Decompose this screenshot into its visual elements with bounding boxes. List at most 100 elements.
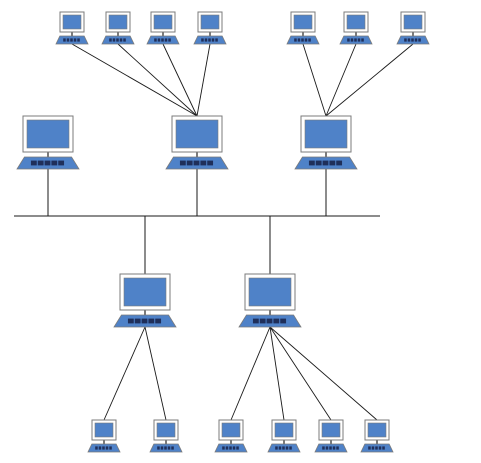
keyboard-key xyxy=(418,38,421,42)
monitor-stand xyxy=(165,440,167,444)
connection-line xyxy=(269,326,378,421)
keyboard-key xyxy=(157,38,161,42)
keyboard-key xyxy=(98,446,102,450)
computer-icon xyxy=(146,11,180,45)
keyboard-key xyxy=(164,446,167,450)
connection-line xyxy=(144,326,167,421)
keyboard-key xyxy=(157,446,160,450)
keyboard-key xyxy=(112,38,116,42)
keyboard-key xyxy=(201,38,204,42)
connection-line xyxy=(103,326,146,421)
keyboard-key xyxy=(63,38,66,42)
computer-icon xyxy=(396,11,430,45)
keyboard-key xyxy=(102,446,105,450)
keyboard-key xyxy=(347,38,350,42)
keyboard-key xyxy=(282,446,285,450)
connection-line xyxy=(196,43,211,117)
computer-icon xyxy=(193,11,227,45)
monitor-stand xyxy=(355,32,357,36)
monitor-stand xyxy=(302,32,304,36)
monitor-stand xyxy=(103,440,105,444)
computer-icon xyxy=(87,419,121,453)
keyboard-key xyxy=(37,160,44,166)
keyboard-key xyxy=(273,318,280,324)
keyboard-key xyxy=(378,446,382,450)
monitor-screen xyxy=(248,277,292,307)
keyboard-key xyxy=(361,38,364,42)
keyboard-key xyxy=(336,160,343,166)
monitor-screen xyxy=(293,14,313,30)
keyboard-key xyxy=(414,38,418,42)
monitor-screen xyxy=(108,14,128,30)
keyboard-key xyxy=(304,38,308,42)
monitor-screen xyxy=(153,14,173,30)
keyboard-key xyxy=(30,160,37,166)
keyboard-key xyxy=(179,160,186,166)
keyboard-key xyxy=(301,38,304,42)
keyboard-key xyxy=(322,446,325,450)
keyboard-key xyxy=(109,38,112,42)
computer-icon xyxy=(339,11,373,45)
keyboard-key xyxy=(105,446,109,450)
keyboard-key xyxy=(141,318,148,324)
keyboard-key xyxy=(275,446,278,450)
keyboard-key xyxy=(329,446,332,450)
computer-icon xyxy=(286,11,320,45)
keyboard-key xyxy=(382,446,385,450)
monitor-stand xyxy=(47,152,49,157)
keyboard-key xyxy=(308,38,311,42)
keyboard-key xyxy=(404,38,407,42)
keyboard-key xyxy=(280,318,287,324)
keyboard-key xyxy=(58,160,65,166)
monitor-screen xyxy=(200,14,220,30)
computer-icon xyxy=(238,273,302,328)
monitor-stand xyxy=(376,440,378,444)
monitor-screen xyxy=(156,422,176,438)
keyboard-key xyxy=(66,38,70,42)
connection-lines xyxy=(71,43,414,421)
computer-icon xyxy=(113,273,177,328)
keyboard-key xyxy=(51,160,58,166)
keyboard-key xyxy=(73,38,77,42)
keyboard-key xyxy=(325,446,329,450)
keyboard-key xyxy=(336,446,339,450)
computer-icon xyxy=(149,419,183,453)
connection-line xyxy=(117,43,198,117)
monitor-screen xyxy=(175,119,219,149)
keyboard-key xyxy=(77,38,80,42)
connection-line xyxy=(325,43,414,117)
keyboard-key xyxy=(297,38,301,42)
keyboard-key xyxy=(278,446,282,450)
keyboard-key xyxy=(285,446,289,450)
keyboard-key xyxy=(252,318,259,324)
monitor-screen xyxy=(346,14,366,30)
keyboard-key xyxy=(236,446,239,450)
monitor-screen xyxy=(403,14,423,30)
monitor-stand xyxy=(325,152,327,157)
monitor-screen xyxy=(26,119,70,149)
monitor-screen xyxy=(367,422,387,438)
keyboard-key xyxy=(407,38,411,42)
keyboard-key xyxy=(357,38,361,42)
monitor-stand xyxy=(330,440,332,444)
computer-icon xyxy=(360,419,394,453)
keyboard-key xyxy=(160,446,164,450)
keyboard-key xyxy=(208,38,211,42)
computer-nodes xyxy=(16,11,430,453)
computer-icon xyxy=(16,115,80,170)
keyboard-key xyxy=(289,446,292,450)
keyboard-key xyxy=(134,318,141,324)
monitor-stand xyxy=(412,32,414,36)
connection-line xyxy=(269,326,285,421)
keyboard-key xyxy=(211,38,215,42)
computer-icon xyxy=(294,115,358,170)
computer-icon xyxy=(55,11,89,45)
connection-line xyxy=(325,43,357,117)
monitor-stand xyxy=(162,32,164,36)
keyboard-key xyxy=(232,446,236,450)
keyboard-key xyxy=(193,160,200,166)
monitor-stand xyxy=(230,440,232,444)
monitor-stand xyxy=(71,32,73,36)
keyboard-key xyxy=(411,38,414,42)
